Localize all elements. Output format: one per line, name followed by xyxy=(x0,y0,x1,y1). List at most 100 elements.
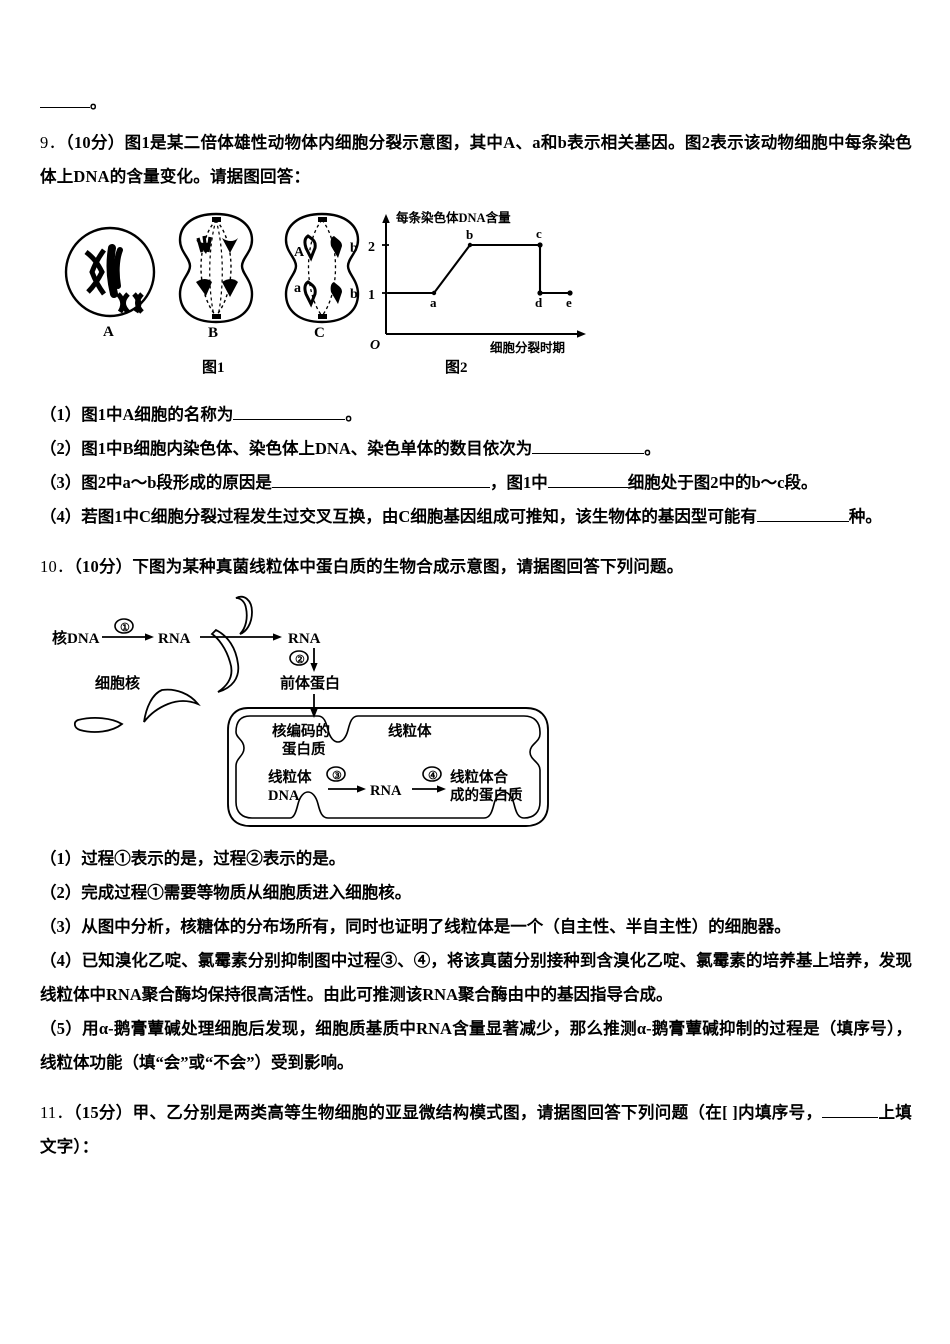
chart-origin-label: O xyxy=(370,338,380,353)
chart-ytick-2: 2 xyxy=(368,240,375,255)
question-11-score: （15分） xyxy=(73,1103,133,1122)
leading-blank-fragment: 。 xyxy=(40,88,912,118)
leading-blank-period: 。 xyxy=(90,93,107,112)
question-9-stem-text: 图1是某二倍体雄性动物体内细胞分裂示意图，其中A、a和b表示相关基因。图2表示该… xyxy=(40,133,912,186)
chart-ytick-1: 1 xyxy=(368,288,375,303)
q9-sub-2: （2）图1中B细胞内染色体、染色体上DNA、染色单体的数目依次为。 xyxy=(40,432,912,466)
q9-sub-4: （4）若图1中C细胞分裂过程发生过交叉互换，由C细胞基因组成可推知，该生物体的基… xyxy=(40,500,912,534)
question-10-figure: 核DNA ① RNA RNA 细胞核 ② xyxy=(40,590,912,842)
figure-cell-c: A b a b C xyxy=(270,208,374,345)
q9-sub-2-post: 。 xyxy=(644,439,661,458)
process-2-label: ② xyxy=(295,654,305,666)
q10-sub-4: （4）已知溴化乙啶、氯霉素分别抑制图中过程③、④，将该真菌分别接种到含溴化乙啶、… xyxy=(40,944,912,1012)
question-9-stem: 9．（10分）图1是某二倍体雄性动物体内细胞分裂示意图，其中A、a和b表示相关基… xyxy=(40,126,912,194)
cell-c-gene-b-bottom: b xyxy=(350,287,358,302)
process-1-label: ① xyxy=(120,622,130,634)
cell-b-label: B xyxy=(208,325,218,340)
cell-a-label: A xyxy=(103,324,114,338)
mito-dna-line2: DNA xyxy=(268,788,300,804)
mitochondrion-label: 线粒体 xyxy=(388,722,432,740)
mito-protein-line1: 线粒体合 xyxy=(450,768,508,786)
q9-sub-1-no: （1） xyxy=(40,405,82,424)
chart-svg: 2 1 每条染色体DNA含量 O 细胞分裂时期 a xyxy=(368,210,586,355)
cell-c-svg: A b a b C xyxy=(284,212,360,341)
cell-c-label: C xyxy=(314,325,325,340)
q9-sub-2-blank[interactable] xyxy=(532,453,645,454)
chart-point-a: a xyxy=(430,295,437,310)
q10-sub-4-text: 已知溴化乙啶、氯霉素分别抑制图中过程③、④，将该真菌分别接种到含溴化乙啶、氯霉素… xyxy=(40,951,913,1004)
chart-ylabel: 每条染色体DNA含量 xyxy=(396,210,511,225)
rna-nucleus-label: RNA xyxy=(158,631,191,647)
question-9-number: 9． xyxy=(40,133,66,152)
q10-sub-2: （2）完成过程①需要等物质从细胞质进入细胞核。 xyxy=(40,876,912,910)
q10-sub-5: （5）用α-鹅膏蕈碱处理细胞后发现，细胞质基质中RNA含量显著减少，那么推测α-… xyxy=(40,1012,912,1080)
figure-1-caption: 图1 xyxy=(202,360,225,376)
q10-sub-5-no: （5） xyxy=(40,1019,83,1038)
q10-sub-1-text: 过程①表示的是，过程②表示的是。 xyxy=(81,849,346,868)
q9-sub-3-no: （3） xyxy=(40,473,82,492)
answer-blank[interactable] xyxy=(40,107,90,108)
figure-graph-2: 2 1 每条染色体DNA含量 O 细胞分裂时期 a xyxy=(358,206,608,361)
q9-sub-4-no: （4） xyxy=(40,507,82,526)
q11-blank[interactable] xyxy=(822,1117,879,1118)
q10-sub-4-no: （4） xyxy=(40,951,82,970)
chart-point-e: e xyxy=(566,295,572,310)
cell-c-gene-b-top: b xyxy=(350,241,358,256)
chart-point-c: c xyxy=(536,226,542,241)
q10-sub-3: （3）从图中分析，核糖体的分布场所有，同时也证明了线粒体是一个（自主性、半自主性… xyxy=(40,910,912,944)
mito-rna-label: RNA xyxy=(370,783,402,799)
nuclear-dna-label: 核DNA xyxy=(52,629,100,647)
figure-cell-b: B xyxy=(168,208,264,345)
cell-c-gene-A: A xyxy=(294,245,305,260)
q9-sub-2-no: （2） xyxy=(40,439,82,458)
question-11-post: 上填文字）： xyxy=(40,1103,912,1156)
q9-sub-4-pre: 若图1中C细胞分裂过程发生过交叉互换，由C细胞基因组成可推知，该生物体的基因型可… xyxy=(81,507,757,526)
nuclear-encoded-protein-line2: 蛋白质 xyxy=(282,740,326,758)
q10-sub-3-no: （3） xyxy=(40,917,82,936)
q9-sub-4-blank[interactable] xyxy=(756,521,849,522)
process-3-label: ③ xyxy=(332,770,342,782)
q10-sub-3-text: 从图中分析，核糖体的分布场所有，同时也证明了线粒体是一个（自主性、半自主性）的细… xyxy=(81,917,791,936)
mitochondria-diagram-svg: 核DNA ① RNA RNA 细胞核 ② xyxy=(52,595,549,827)
mito-dna-line1: 线粒体 xyxy=(268,768,312,786)
q9-sub-1-blank[interactable] xyxy=(233,419,346,420)
precursor-protein-label: 前体蛋白 xyxy=(280,674,340,692)
page-content: 。 9．（10分）图1是某二倍体雄性动物体内细胞分裂示意图，其中A、a和b表示相… xyxy=(40,88,912,1164)
q9-sub-1-post: 。 xyxy=(345,405,362,424)
question-9-score: （10分） xyxy=(65,133,125,152)
question-10-stem-text: 下图为某种真菌线粒体中蛋白质的生物合成示意图，请据图回答下列问题。 xyxy=(132,557,684,576)
q10-sub-5-text: 用α-鹅膏蕈碱处理细胞后发现，细胞质基质中RNA含量显著减少，那么推测α-鹅膏蕈… xyxy=(40,1019,912,1072)
q10-sub-2-no: （2） xyxy=(40,883,82,902)
cell-b-svg: B xyxy=(178,212,254,341)
figure-cell-a: A xyxy=(58,220,168,343)
mito-protein-line2: 成的蛋白质 xyxy=(450,786,523,804)
q9-sub-3-blank-2[interactable] xyxy=(547,487,628,488)
chart-xlabel: 细胞分裂时期 xyxy=(490,340,565,355)
question-11-number: 11． xyxy=(40,1103,74,1122)
chart-point-b: b xyxy=(466,227,473,242)
q9-sub-4-post: 种。 xyxy=(848,507,882,526)
process-4-label: ④ xyxy=(428,770,438,782)
nucleus-label: 细胞核 xyxy=(95,674,140,692)
q9-sub-3: （3）图2中a～b段形成的原因是 ，图1中 细胞处于图2中的b～c段。 xyxy=(40,466,912,500)
q9-sub-1-pre: 图1中A细胞的名称为 xyxy=(81,405,234,424)
question-10-stem: 10．（10分）下图为某种真菌线粒体中蛋白质的生物合成示意图，请据图回答下列问题… xyxy=(40,550,912,584)
question-10-number: 10． xyxy=(40,557,74,576)
question-9-figures: A xyxy=(40,206,912,378)
question-11-pre: 甲、乙分别是两类高等生物细胞的亚显微结构模式图，请据图回答下列问题（在[ ]内填… xyxy=(132,1103,823,1122)
question-11-stem: 11．（15分）甲、乙分别是两类高等生物细胞的亚显微结构模式图，请据图回答下列问… xyxy=(40,1096,912,1164)
q9-sub-3-mid: ，图1中 xyxy=(489,473,548,492)
q9-sub-1: （1）图1中A细胞的名称为 。 xyxy=(40,398,912,432)
rna-cytoplasm-label: RNA xyxy=(288,631,321,647)
q9-sub-3-post: 细胞处于图2中的b～c段。 xyxy=(627,473,818,492)
q10-sub-1-no: （1） xyxy=(40,849,82,868)
question-10-score: （10分） xyxy=(73,557,133,576)
figure-2-caption: 图2 xyxy=(445,360,468,376)
cell-c-gene-a: a xyxy=(294,281,301,296)
q10-sub-2-text: 完成过程①需要等物质从细胞质进入细胞核。 xyxy=(81,883,412,902)
q9-sub-3-blank-1[interactable] xyxy=(271,487,490,488)
cell-a-svg: A xyxy=(64,226,156,340)
nuclear-encoded-protein-line1: 核编码的 xyxy=(272,722,330,740)
q9-sub-3-pre: 图2中a～b段形成的原因是 xyxy=(81,473,272,492)
